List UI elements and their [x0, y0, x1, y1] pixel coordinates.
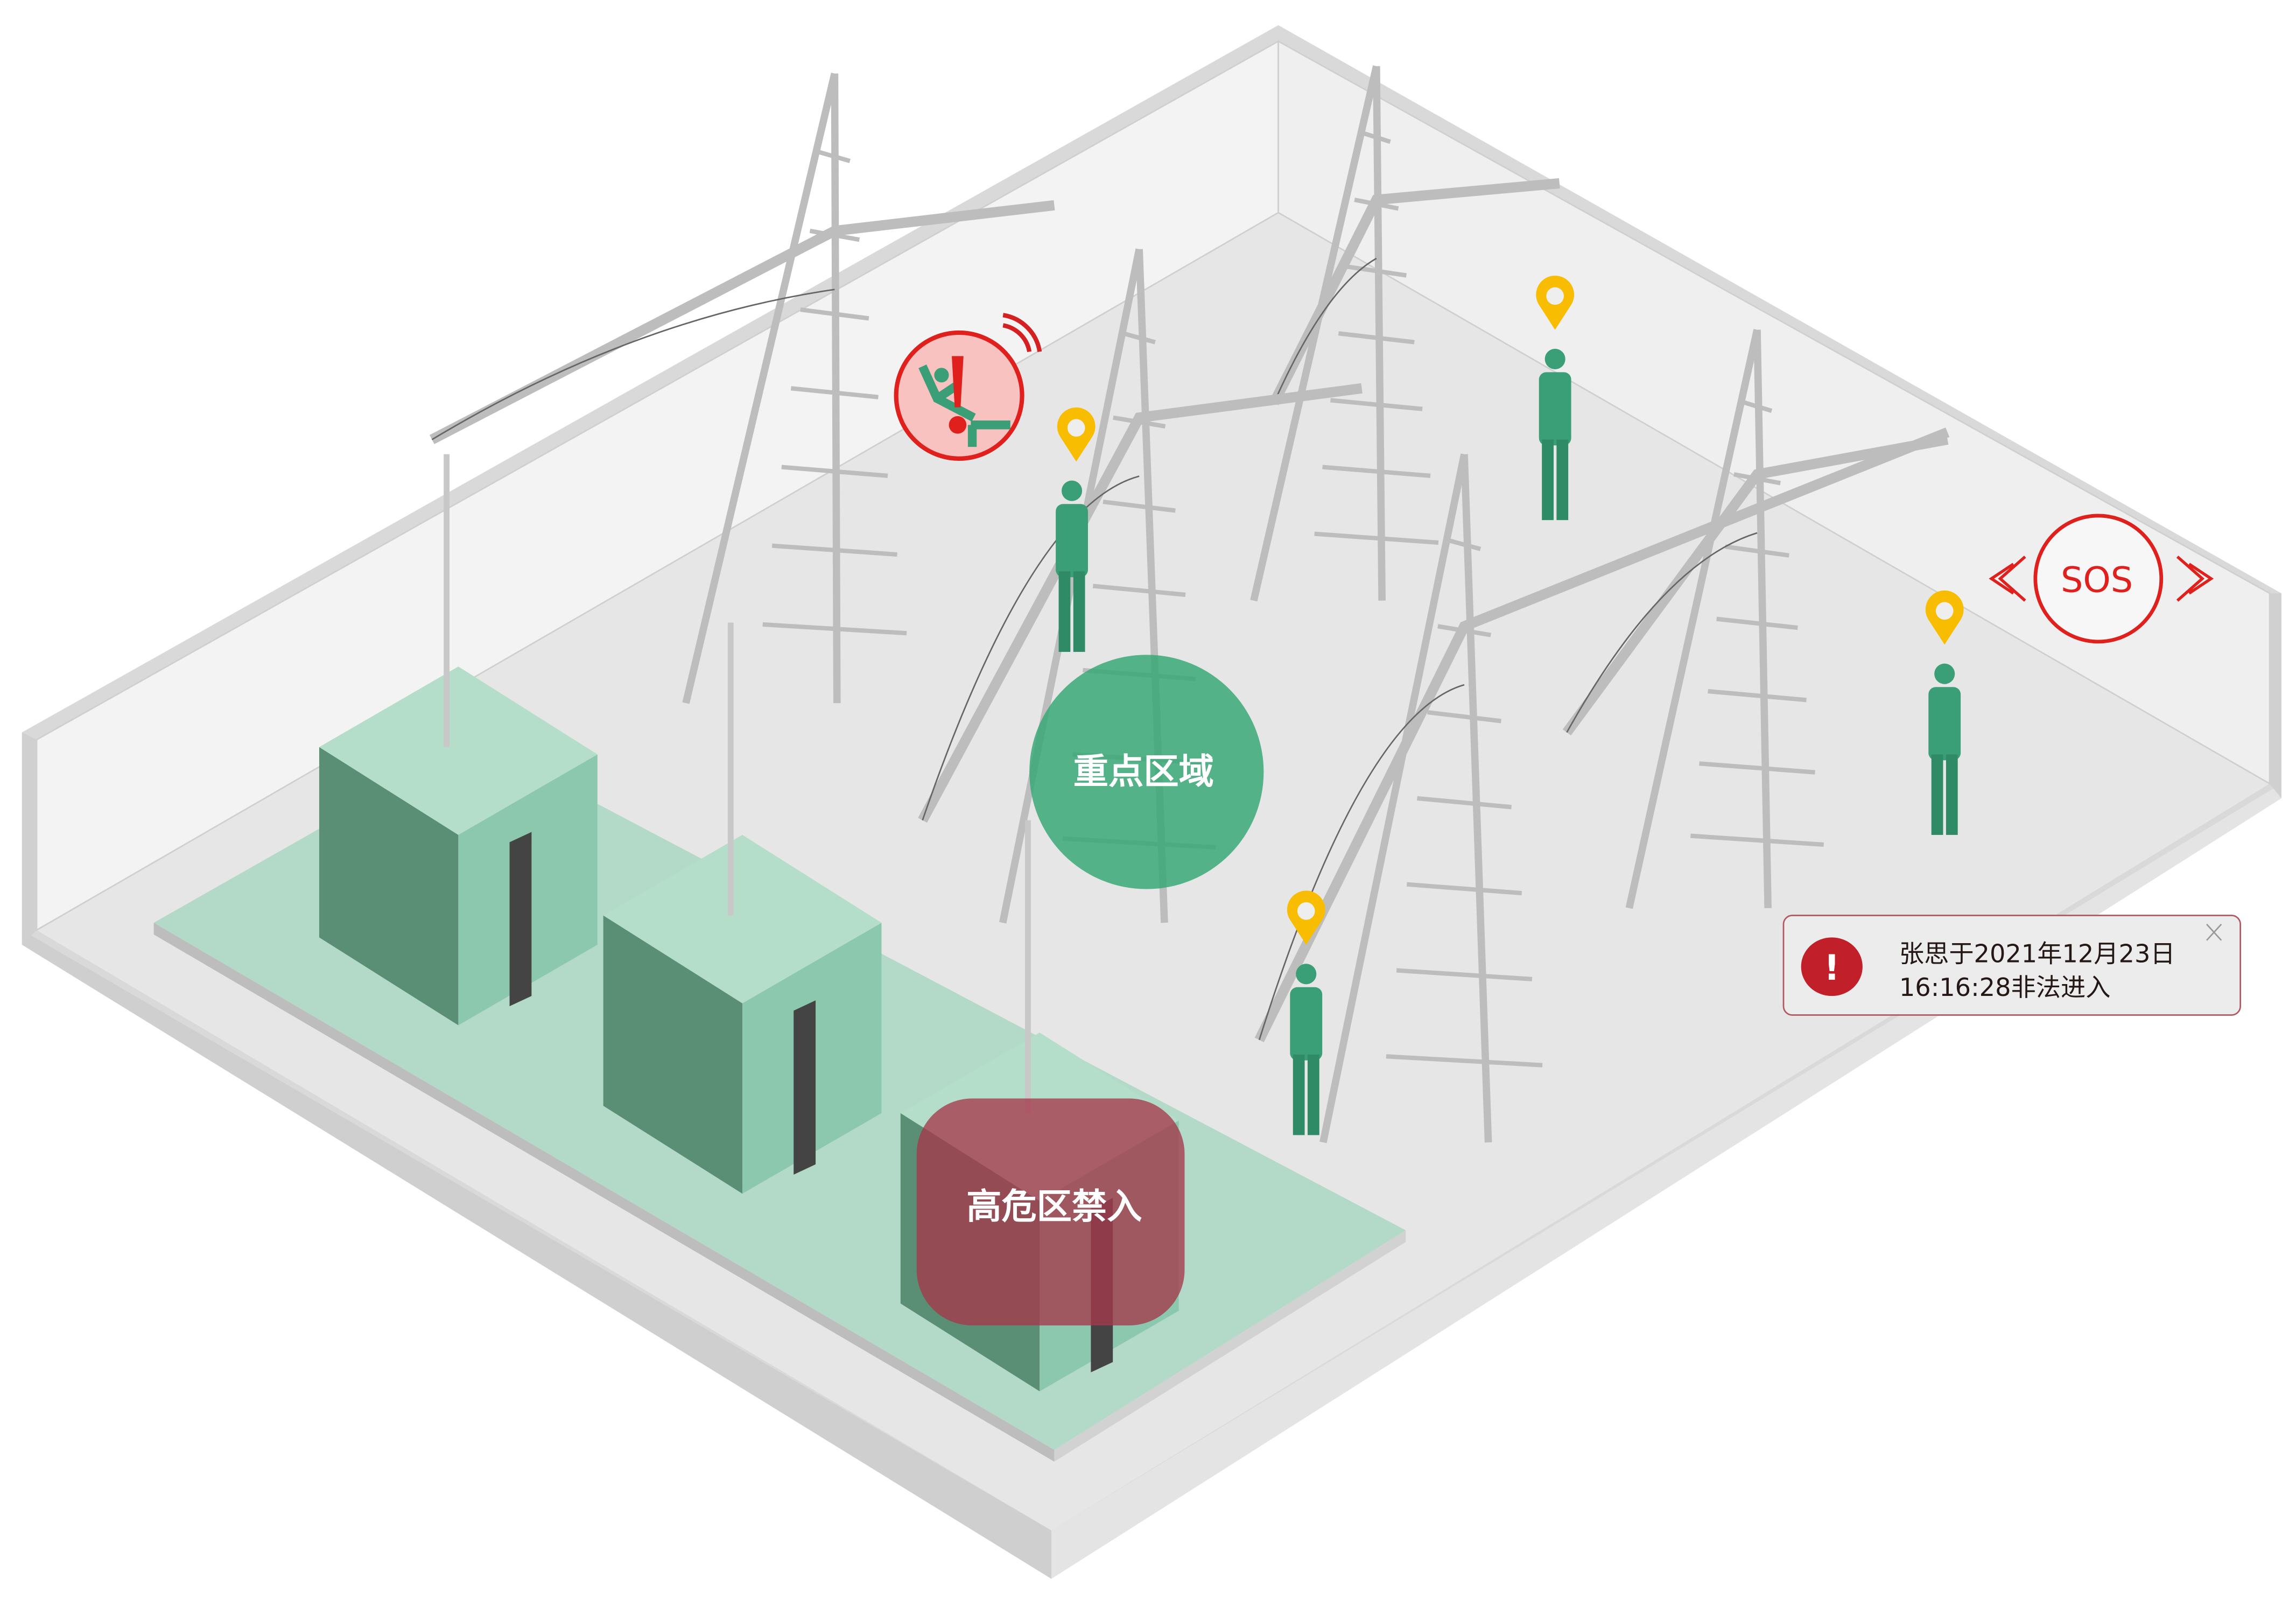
sos-alarm[interactable]: SOS — [1989, 514, 2214, 644]
location-pin-icon[interactable] — [1925, 590, 1964, 645]
tower — [1250, 65, 1560, 602]
worker[interactable] — [1290, 964, 1323, 1135]
worker[interactable] — [1928, 663, 1961, 835]
intrusion-alert[interactable]: ! 张思于2021年12月23日 16:16:28非法进入 — [1782, 915, 2241, 1016]
key-area-label: 重点区域 — [1073, 752, 1214, 792]
tower — [1254, 427, 1950, 1143]
worker[interactable] — [1056, 480, 1088, 652]
exclamation-icon — [1801, 937, 1863, 996]
alert-line-2: 16:16:28非法进入 — [1899, 973, 2111, 1002]
fall-alarm-icon[interactable] — [894, 313, 1042, 461]
danger-area-label: 高危区禁入 — [966, 1186, 1142, 1227]
transformer — [603, 622, 882, 1194]
location-pin-icon[interactable] — [1057, 407, 1096, 462]
transmission-towers — [430, 65, 1950, 1143]
key-area-zone[interactable]: 重点区域 — [1029, 655, 1264, 889]
danger-area-zone[interactable]: 高危区禁入 — [916, 1098, 1185, 1326]
close-icon[interactable] — [2206, 923, 2222, 941]
tower — [430, 72, 1055, 704]
transformer — [319, 454, 598, 1026]
location-pin-icon[interactable] — [1287, 890, 1325, 945]
workers — [1056, 276, 1964, 1135]
alert-line-1: 张思于2021年12月23日 — [1899, 939, 2175, 968]
tower — [1562, 329, 1949, 909]
worker[interactable] — [1539, 348, 1571, 521]
svg-text:!: ! — [1824, 947, 1840, 988]
location-pin-icon[interactable] — [1536, 276, 1575, 330]
sos-label: SOS — [2061, 559, 2133, 600]
